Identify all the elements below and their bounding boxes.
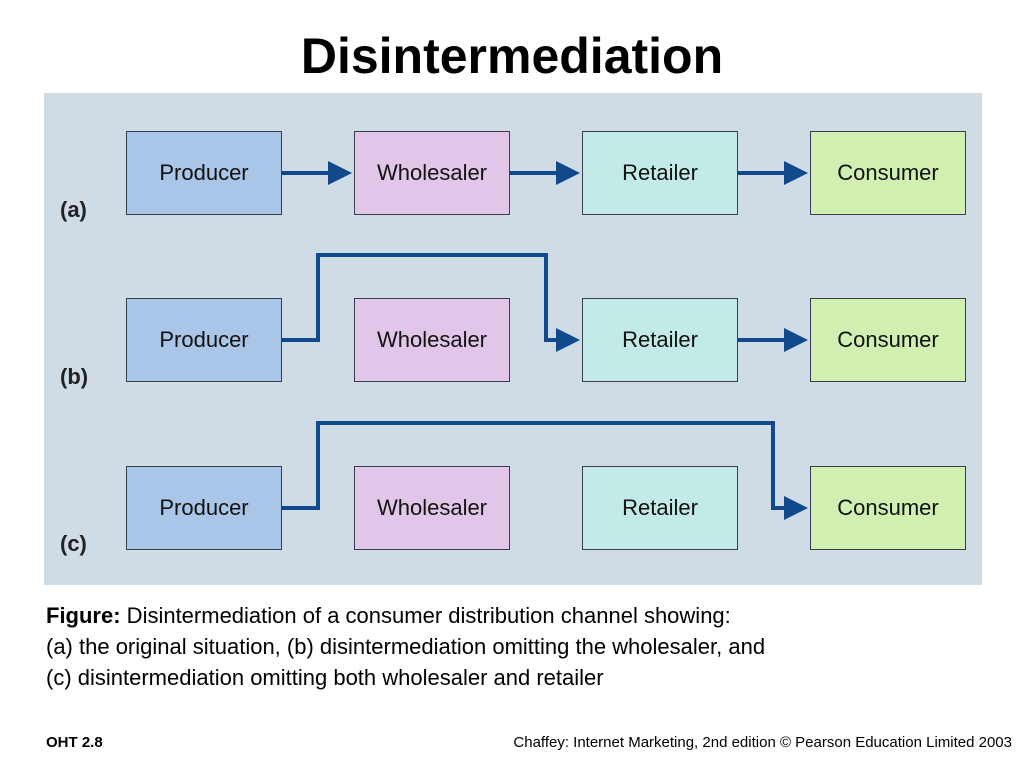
wholesaler-box: Wholesaler [354, 298, 510, 382]
disintermediation-diagram: (a) Producer Wholesaler Retailer Consume… [44, 93, 982, 585]
caption-line-1: Figure: Disintermediation of a consumer … [46, 600, 986, 631]
caption-lead: Figure: [46, 603, 121, 628]
caption-line-2: (a) the original situation, (b) disinter… [46, 634, 766, 659]
producer-box: Producer [126, 466, 282, 550]
consumer-box: Consumer [810, 131, 966, 215]
caption-text-1: Disintermediation of a consumer distribu… [120, 603, 731, 628]
row-label-c: (c) [60, 531, 87, 556]
page-title: Disintermediation [300, 28, 724, 84]
row-label-b: (b) [60, 364, 89, 389]
arrow-producer-bypass-to-consumer [282, 421, 808, 520]
caption-line-3: (c) disintermediation omitting both whol… [46, 665, 604, 690]
consumer-box: Consumer [810, 298, 966, 382]
retailer-box: Retailer [582, 131, 738, 215]
retailer-box: Retailer [582, 298, 738, 382]
connector-layer [282, 161, 808, 520]
wholesaler-box: Wholesaler [354, 131, 510, 215]
copyright-notice: Chaffey: Internet Marketing, 2nd edition… [513, 734, 1012, 751]
producer-box: Producer [126, 298, 282, 382]
row-label-a: (a) [60, 197, 87, 222]
retailer-box: Retailer [582, 466, 738, 550]
wholesaler-box: Wholesaler [354, 466, 510, 550]
consumer-box: Consumer [810, 466, 966, 550]
slide-number: OHT 2.8 [46, 734, 103, 751]
arrow-producer-bypass-wholesaler-to-retailer [282, 253, 580, 352]
figure-caption: Figure: Disintermediation of a consumer … [46, 600, 986, 693]
producer-box: Producer [126, 131, 282, 215]
